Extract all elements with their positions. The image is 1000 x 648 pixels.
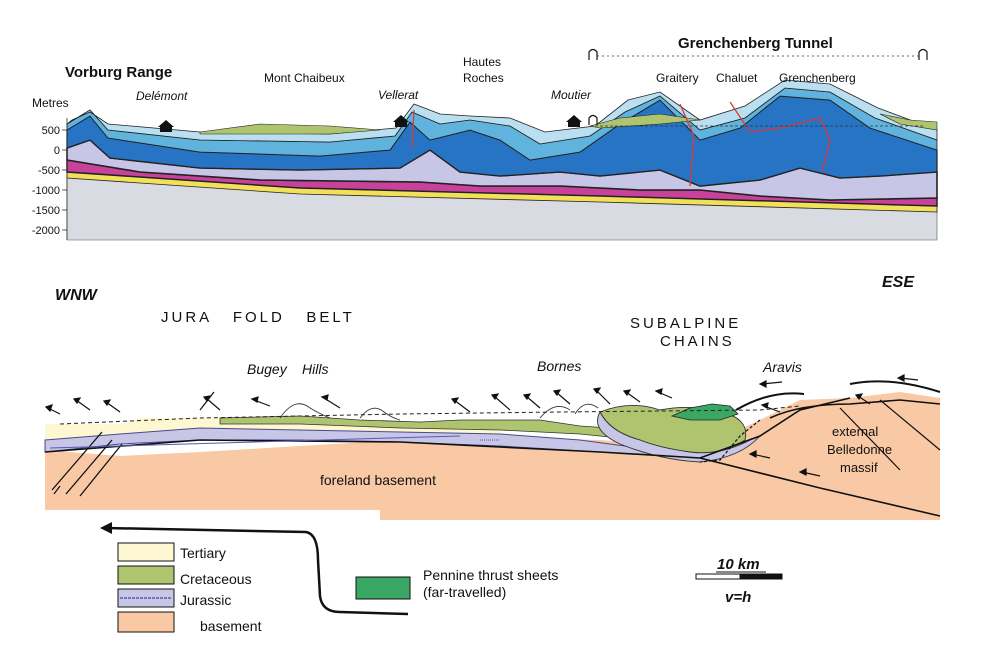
subalpine-label: SUBALPINE — [630, 315, 741, 332]
legend-swatch-tertiary — [117, 542, 175, 562]
y-tick-minus-2000: -2000 — [32, 225, 60, 237]
y-tick-minus-500: -500 — [38, 165, 60, 177]
scale-note: v=h — [725, 589, 751, 606]
scale-bar — [695, 573, 783, 580]
y-tick-minus-1500: -1500 — [32, 205, 60, 217]
house-icon — [393, 115, 409, 127]
legend-swatch-basement — [117, 611, 175, 633]
roches-label: Roches — [463, 71, 504, 85]
massif-dotted-boundary — [699, 419, 761, 463]
pennine-thrust-sheet — [670, 403, 739, 421]
legend-frame-arrow — [100, 522, 112, 534]
grenchenberg-tunnel-label: Grenchenberg Tunnel — [678, 35, 833, 52]
foreland-basement — [45, 392, 940, 520]
foreland-basement-label: foreland basement — [320, 472, 436, 488]
aravis-label: Aravis — [762, 359, 802, 375]
hills-label: Hills — [302, 361, 328, 377]
basal-thrust — [44, 397, 851, 459]
house-icon — [566, 115, 582, 127]
hautes-label: Hautes — [463, 55, 501, 69]
y-tick-500: 500 — [42, 125, 60, 137]
aravis-thrust — [735, 392, 805, 411]
massif-label: massif — [840, 460, 878, 475]
top-y-ticks — [62, 129, 67, 231]
top-fault-3 — [729, 101, 831, 173]
bugey-label: Bugey — [247, 361, 288, 377]
vorburg-range-label: Vorburg Range — [65, 64, 172, 81]
erosion-surface-dashed — [59, 405, 801, 425]
right-thrusts-faults — [839, 399, 941, 471]
legend-tertiary-label: Tertiary — [180, 545, 226, 561]
wnw-label: WNW — [55, 287, 99, 304]
jura-fold-belt-label: JURA FOLD BELT — [161, 309, 355, 326]
moutier-label: Moutier — [551, 88, 592, 102]
legend-cretaceous-label: Cretaceous — [180, 571, 252, 587]
bornes-label: Bornes — [537, 358, 581, 374]
top-green-layer-2 — [589, 113, 701, 129]
top-fault-2 — [679, 103, 695, 187]
grenchenberg-label: Grenchenberg — [779, 71, 856, 85]
belledonne-label: Belledonne — [827, 442, 892, 457]
top-cross-section: 500 0 -500 -1000 -1500 -2000 Metres Vorb… — [32, 35, 938, 241]
house-icon — [158, 120, 174, 132]
mont-chaibeux-label: Mont Chaibeux — [264, 71, 345, 85]
legend-swatch-cretaceous — [117, 565, 175, 585]
external-label: external — [832, 424, 878, 439]
legend-pennine-label: Pennine thrust sheets — [423, 567, 558, 583]
tunnel-portal-icon — [588, 48, 928, 125]
scale-label: 10 km — [717, 556, 760, 573]
delemont-label: Delémont — [136, 89, 188, 103]
legend-pennine-note: (far-travelled) — [423, 584, 506, 600]
legend-frame-line — [105, 526, 409, 616]
ese-label: ESE — [882, 274, 915, 291]
graitery-label: Graitery — [656, 71, 699, 85]
belledonne-thrust — [699, 457, 941, 517]
chains-label: CHAINS — [660, 333, 735, 350]
legend-swatch-pennine — [355, 576, 411, 600]
chaluet-label: Chaluet — [716, 71, 758, 85]
left-faults — [51, 431, 123, 497]
legend-basement-label: basement — [200, 618, 262, 634]
external-massif-thrust — [769, 399, 941, 419]
jura-fold-outlines — [279, 403, 599, 421]
jurassic-blue-line — [49, 435, 461, 449]
far-right-thrust — [849, 380, 941, 393]
top-green-layer — [199, 123, 381, 135]
top-fault-1 — [411, 109, 415, 149]
legend-jurassic-label: Jurassic — [180, 592, 231, 608]
vellerat-label: Vellerat — [378, 88, 419, 102]
transport-arrows — [44, 374, 919, 495]
legend: Tertiary Cretaceous Jurassic basement Pe… — [100, 522, 783, 634]
y-tick-minus-1000: -1000 — [32, 185, 60, 197]
bottom-cross-section: WNW ESE JURA FOLD BELT SUBALPINE CHAINS … — [44, 274, 941, 520]
y-tick-0: 0 — [54, 145, 60, 157]
y-axis-label: Metres — [32, 96, 69, 110]
